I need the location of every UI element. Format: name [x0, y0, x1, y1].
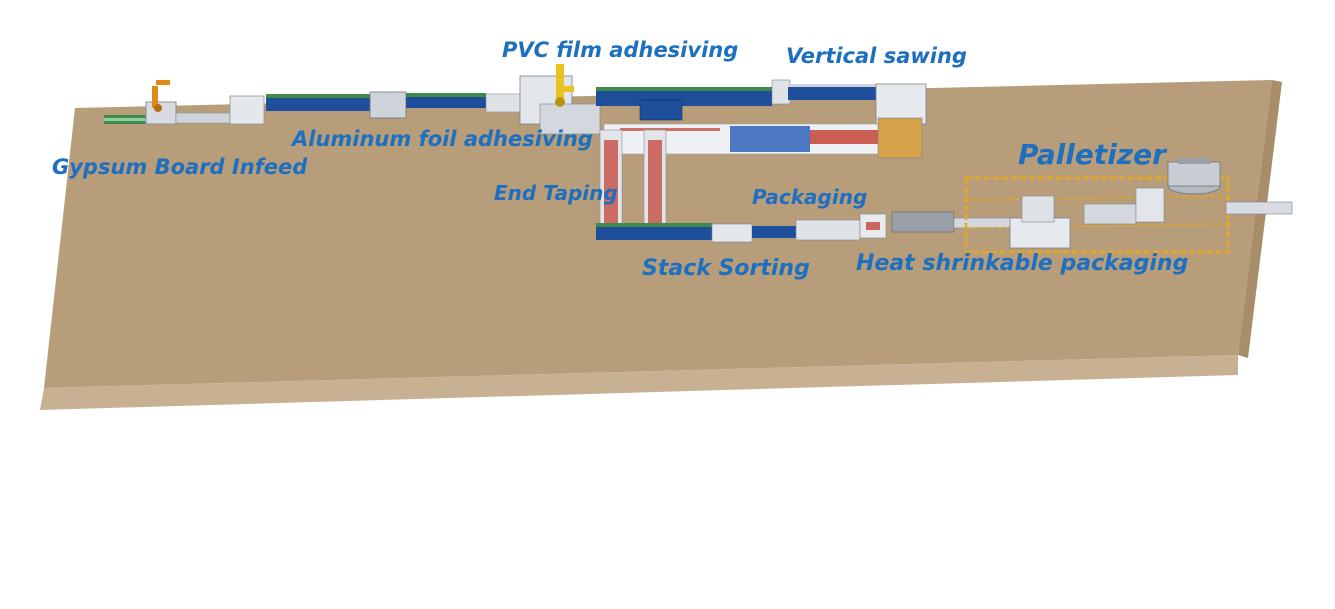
label-vertical-sawing: Vertical sawing: [786, 44, 967, 68]
stretch-wrapper-icon: [1167, 158, 1221, 195]
label-aluminum-foil-adhesiving: Aluminum foil adhesiving: [292, 127, 593, 151]
label-end-taping: End Taping: [494, 181, 618, 205]
label-gypsum-board-infeed: Gypsum Board Infeed: [52, 155, 308, 179]
label-stack-sorting: Stack Sorting: [642, 256, 810, 281]
label-packaging: Packaging: [752, 185, 868, 209]
pvc-film-conveyor: [596, 90, 772, 106]
label-palletizer: Palletizer: [1018, 138, 1166, 171]
palletizer-safety-fence: [964, 176, 1230, 254]
robot-arm-icon: [152, 80, 170, 112]
heat-shrink-tunnel: [891, 211, 955, 233]
stack-sorting-conveyor: [596, 226, 712, 240]
bottom-production-line: [596, 211, 1015, 243]
robot-arm-icon: [555, 64, 574, 107]
floor-right-edge: [1238, 80, 1282, 358]
end-taping-lines: [599, 129, 667, 231]
vertical-saw-machine: [771, 79, 791, 105]
label-pvc-film-adhesiving: PVC film adhesiving: [502, 38, 739, 62]
aluminum-foil-conveyor: [266, 97, 378, 111]
palletizer-cell: [964, 176, 1293, 254]
floor-front-edge: [40, 355, 1238, 410]
main-production-line: [104, 75, 927, 135]
infeed-station: [145, 101, 177, 125]
outfeed-conveyor: [1225, 201, 1293, 215]
packaging-machine: [795, 219, 861, 241]
label-heat-shrinkable-packaging: Heat shrinkable packaging: [856, 251, 1189, 276]
